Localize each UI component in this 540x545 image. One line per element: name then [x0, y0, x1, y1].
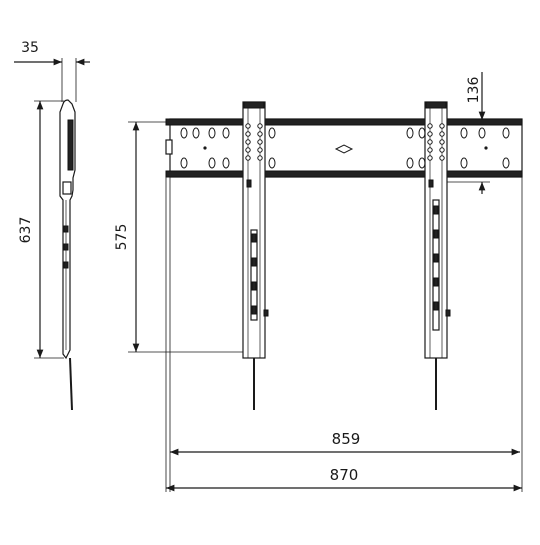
wall-plate-slots-right — [460, 127, 510, 169]
left-hanging-arm — [242, 101, 269, 410]
wall-plate-slots-center — [268, 127, 426, 169]
arm-offset-label: 136 — [466, 77, 482, 104]
wall-plate-top-flange — [165, 118, 523, 126]
inner-width-label: 859 — [332, 430, 361, 448]
overall-width-label: 870 — [330, 466, 359, 484]
wall-plate-bottom-flange — [165, 170, 523, 178]
front-view: 575 136 — [114, 72, 523, 492]
side-bracket-tail — [69, 357, 73, 411]
side-depth-label: 35 — [21, 40, 39, 56]
arm-height-label: 575 — [114, 224, 130, 251]
side-bracket-hinge — [62, 181, 72, 195]
level-indicator-icon — [334, 144, 354, 154]
wall-plate-clip — [165, 139, 173, 155]
right-hanging-arm — [424, 101, 451, 410]
wall-plate-slots-left — [180, 127, 230, 169]
side-bracket-plate — [67, 119, 74, 171]
side-height-label: 637 — [18, 217, 34, 244]
side-view: 35 637 — [14, 40, 90, 411]
